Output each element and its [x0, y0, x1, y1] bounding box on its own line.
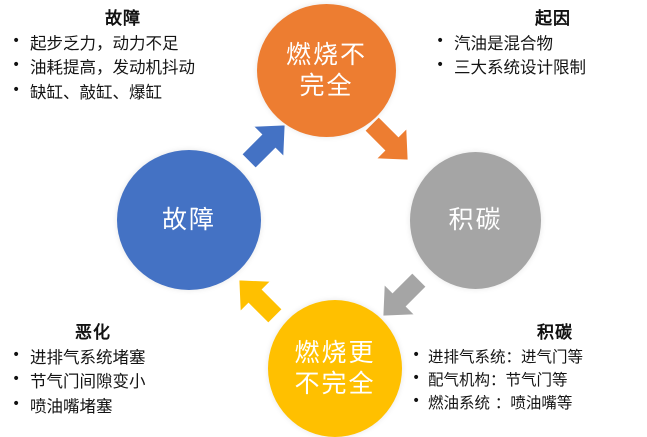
- panel-bottom-right-title: 积碳: [537, 323, 573, 343]
- list-item: 起步乏力，动力不足: [8, 31, 258, 56]
- node-incomplete-combustion[interactable]: 燃烧不 完全: [257, 4, 396, 137]
- panel-top-left: 故障 起步乏力，动力不足 油耗提高，发动机抖动 缺缸、敲缸、爆缸: [8, 4, 258, 105]
- panel-top-left-title: 故障: [105, 9, 141, 29]
- panel-bottom-left-title: 恶化: [75, 323, 111, 343]
- node-label-line1: 积碳: [448, 205, 503, 235]
- list-item: 配气机构：节气门等: [408, 368, 646, 392]
- panel-top-right-list: 汽油是混合物 三大系统设计限制: [432, 31, 644, 81]
- list-item: 油耗提高，发动机抖动: [8, 55, 258, 80]
- node-malfunction[interactable]: 故障: [117, 150, 261, 290]
- panel-top-right: 起因 汽油是混合物 三大系统设计限制: [432, 4, 644, 81]
- arrow-blue-to-orange: [240, 123, 287, 170]
- node-label-line1: 燃烧不: [285, 40, 367, 69]
- arrow-gray-to-yellow: [381, 271, 428, 318]
- node-carbon-deposit[interactable]: 积碳: [410, 152, 541, 289]
- arrow-orange-to-gray: [363, 115, 410, 162]
- list-item: 进排气系统堵塞: [8, 345, 258, 370]
- node-label-line2: 完全: [299, 70, 354, 100]
- list-item: 喷油嘴堵塞: [8, 394, 258, 419]
- node-more-incomplete-combustion[interactable]: 燃烧更 不完全: [268, 300, 402, 437]
- arrow-yellow-to-blue: [237, 278, 284, 325]
- panel-top-left-list: 起步乏力，动力不足 油耗提高，发动机抖动 缺缸、敲缸、爆缸: [8, 31, 258, 105]
- list-item: 燃油系统 ：喷油嘴等: [408, 391, 646, 415]
- panel-top-right-title: 起因: [535, 9, 571, 29]
- list-item: 汽油是混合物: [432, 31, 644, 56]
- node-label-line1: 燃烧更: [294, 338, 376, 367]
- list-item: 节气门间隙变小: [8, 369, 258, 394]
- panel-bottom-left-list: 进排气系统堵塞 节气门间隙变小 喷油嘴堵塞: [8, 345, 258, 419]
- list-item: 三大系统设计限制: [432, 55, 644, 80]
- panel-bottom-right: 积碳 进排气系统：进气门等 配气机构：节气门等 燃油系统 ：喷油嘴等: [408, 318, 646, 415]
- node-label-line1: 故障: [161, 204, 216, 234]
- list-item: 进排气系统：进气门等: [408, 345, 646, 369]
- panel-bottom-left: 恶化 进排气系统堵塞 节气门间隙变小 喷油嘴堵塞: [8, 318, 258, 419]
- list-item: 缺缸、敲缸、爆缸: [8, 80, 258, 105]
- panel-bottom-right-list: 进排气系统：进气门等 配气机构：节气门等 燃油系统 ：喷油嘴等: [408, 345, 646, 415]
- node-label-line2: 不完全: [294, 368, 376, 398]
